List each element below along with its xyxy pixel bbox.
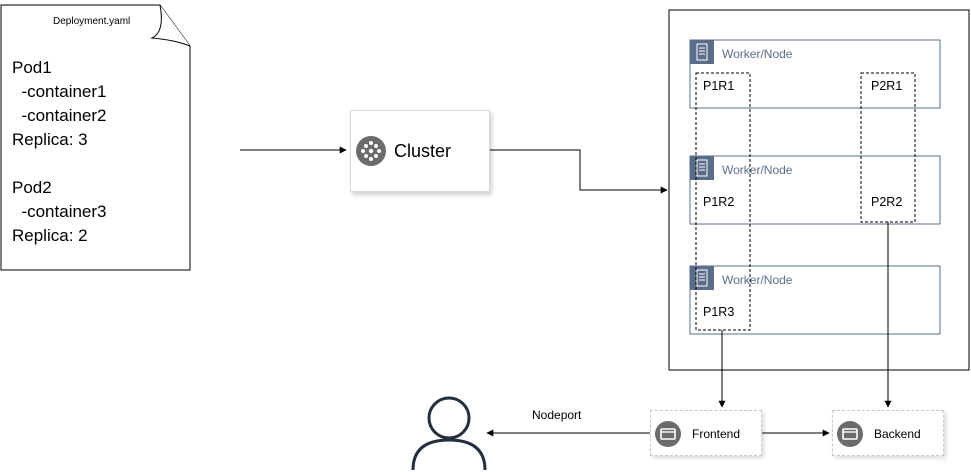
deployment-filename: Deployment.yaml [53, 16, 131, 27]
worker-node-label: Worker/Node [722, 47, 793, 61]
deployment-line: -container3 [12, 202, 107, 221]
worker-node-box-2 [689, 155, 941, 225]
deployment-line: Replica: 3 [12, 130, 88, 149]
worker-node-label: Worker/Node [722, 273, 793, 287]
edge-cluster-to-nodes [490, 149, 668, 194]
deployment-line: Pod2 [12, 178, 52, 197]
deployment-line: Replica: 2 [12, 226, 88, 245]
server-icon [690, 156, 714, 180]
frontend-label: Frontend [692, 427, 741, 441]
pod1-replica-group [695, 72, 751, 331]
service-icon [655, 421, 681, 447]
deployment-file-shape [0, 4, 191, 271]
worker-node-box-3 [689, 265, 941, 335]
cluster-label: Cluster [394, 141, 452, 161]
service-icon [837, 421, 863, 447]
deployment-line: -container2 [12, 106, 107, 125]
cluster-icon [356, 136, 386, 166]
frontend-service-box[interactable] [650, 410, 762, 456]
server-icon [690, 266, 714, 290]
worker-node-label: Worker/Node [722, 163, 793, 177]
deployment-line: Pod1 [12, 58, 52, 77]
server-icon [690, 40, 714, 64]
pod-replica-label: P1R2 [703, 195, 735, 209]
backend-label: Backend [874, 427, 921, 441]
pod-replica-label: P2R1 [871, 79, 903, 93]
user-icon [411, 396, 487, 471]
pod-replica-label: P1R1 [703, 79, 735, 93]
worker-node-box-1 [689, 39, 941, 109]
nodeport-label: Nodeport [532, 408, 582, 422]
cluster-frame [668, 9, 970, 371]
deployment-line: -container1 [12, 82, 107, 101]
pod-replica-label: P1R3 [703, 305, 735, 319]
pod-replica-label: P2R2 [871, 195, 903, 209]
